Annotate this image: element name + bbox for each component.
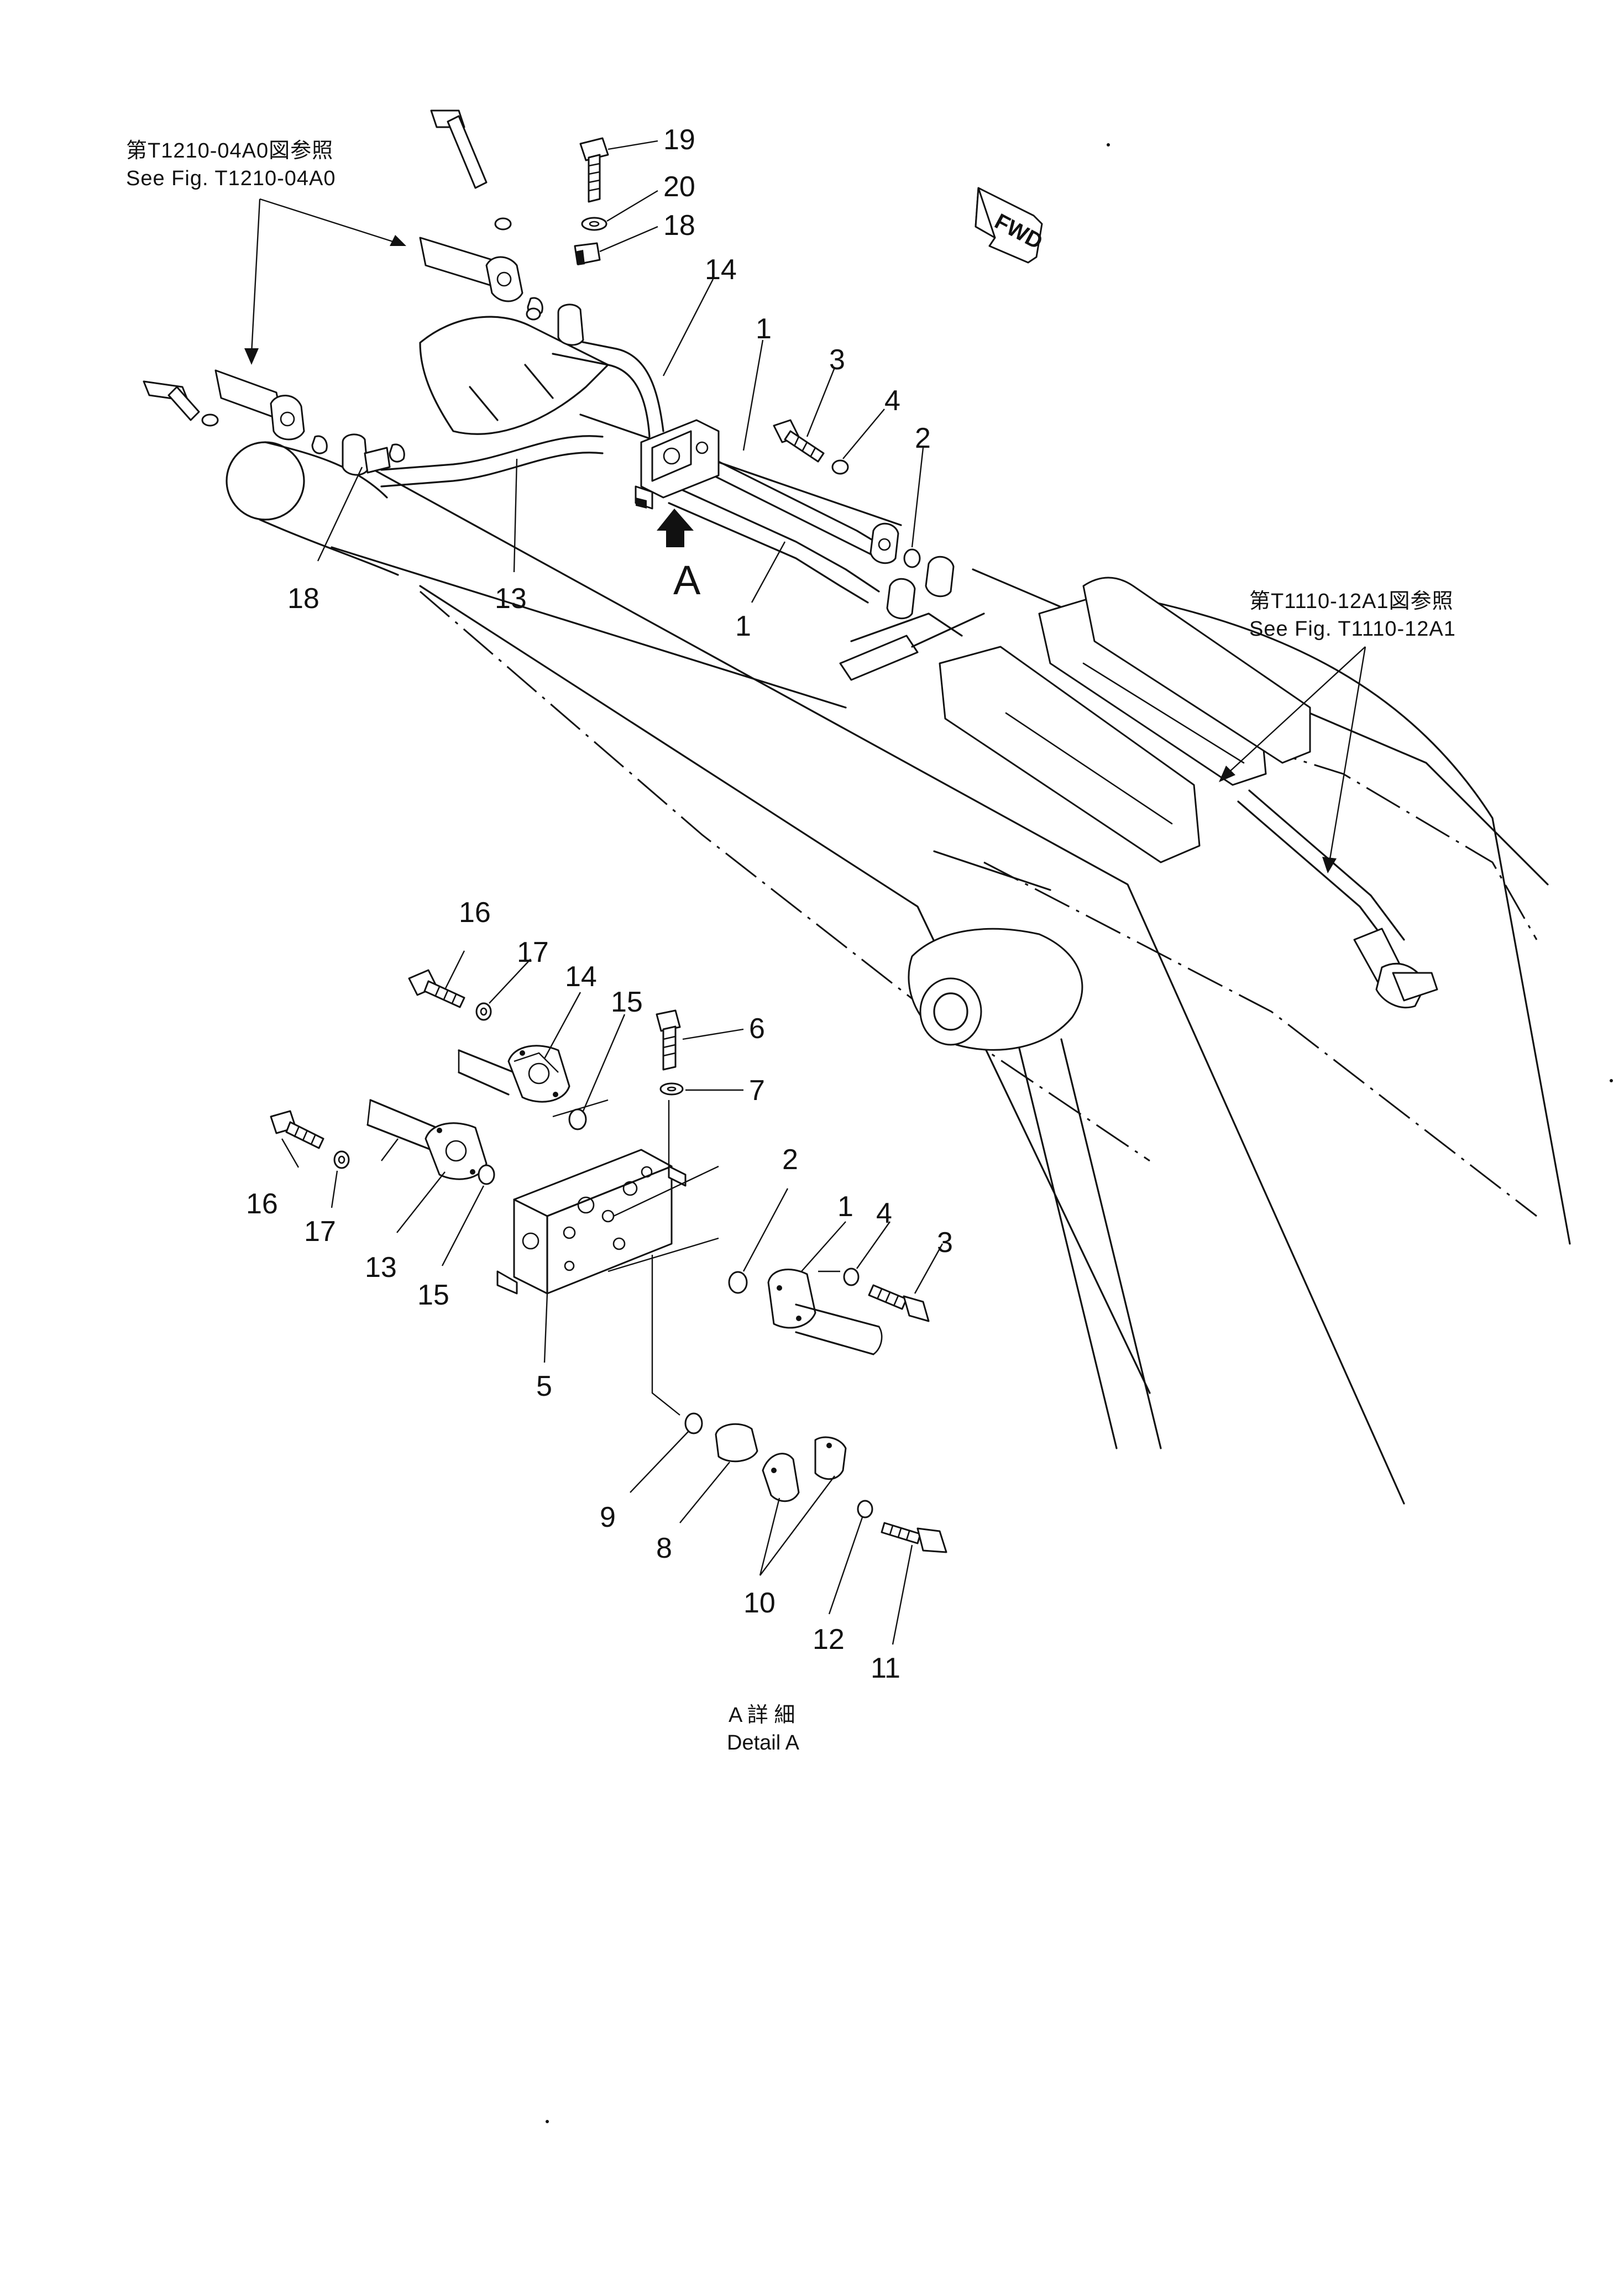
view-marker-letter: A — [673, 557, 701, 603]
detail-callout-10: 10 — [743, 1587, 776, 1619]
callout-20: 20 — [663, 171, 695, 203]
detail-callout-16-lower: 16 — [246, 1188, 278, 1220]
arm-centerlines — [420, 590, 1538, 1217]
detail-callout-11: 11 — [871, 1652, 900, 1684]
reference-leaders — [244, 198, 1366, 873]
detail-callout-12: 12 — [813, 1623, 845, 1656]
main-callouts: 19 20 18 14 1 3 4 2 13 18 1 — [287, 124, 931, 642]
detail-callout-15-upper: 15 — [611, 986, 643, 1018]
fwd-arrow-icon: FWD — [975, 187, 1046, 264]
arm-cylinder — [908, 928, 1162, 1449]
boom-outline — [226, 316, 1571, 1505]
detail-callout-13: 13 — [365, 1251, 397, 1284]
detail-caption: A 詳 細 Detail A — [727, 1704, 800, 1754]
callout-1-lower: 1 — [735, 610, 751, 642]
callout-4-main: 4 — [884, 385, 900, 417]
callout-13-main: 13 — [495, 583, 527, 615]
detail-callout-2: 2 — [782, 1144, 798, 1176]
callout-19: 19 — [663, 124, 695, 156]
scan-specks — [546, 143, 1613, 2123]
detail-callout-3: 3 — [937, 1227, 953, 1259]
detail-callout-14: 14 — [565, 961, 597, 993]
detail-callout-17-upper: 17 — [517, 936, 549, 968]
detail-callout-7: 7 — [749, 1075, 765, 1107]
reference-top-left-jp: 第T1210-04A0図参照 — [126, 139, 333, 163]
main-flanges — [143, 109, 955, 620]
detail-callout-17-lower: 17 — [304, 1216, 336, 1248]
detail-callout-4: 4 — [876, 1197, 892, 1229]
reference-top-left: 第T1210-04A0図参照 See Fig. T1210-04A0 — [126, 139, 336, 190]
right-hoses — [1237, 789, 1438, 1009]
reference-right: 第T1110-12A1図参照 See Fig. T1110-12A1 — [1249, 590, 1456, 641]
detail-callout-16-upper: 16 — [459, 897, 491, 929]
callout-18-upper: 18 — [663, 210, 695, 242]
detail-callout-6: 6 — [749, 1013, 765, 1045]
detail-callout-5: 5 — [536, 1370, 552, 1402]
callout-14-upper: 14 — [705, 254, 737, 286]
detail-caption-en: Detail A — [727, 1731, 800, 1754]
reference-right-en: See Fig. T1110-12A1 — [1249, 617, 1456, 641]
main-piping — [380, 336, 985, 681]
reference-top-left-en: See Fig. T1210-04A0 — [126, 167, 336, 190]
detail-callout-9: 9 — [600, 1501, 616, 1533]
callout-18-lower: 18 — [287, 583, 319, 615]
detail-callout-15-lower: 15 — [417, 1279, 449, 1311]
reference-right-jp: 第T1110-12A1図参照 — [1249, 590, 1454, 613]
detail-caption-jp: A 詳 細 — [729, 1704, 795, 1727]
callout-2-main: 2 — [915, 422, 931, 454]
main-callout-leaders — [317, 140, 924, 603]
detail-a-parts — [270, 969, 947, 1553]
main-manifold — [635, 419, 720, 510]
boom-blocks — [939, 577, 1311, 863]
detail-guide-lines — [381, 1052, 840, 1416]
detail-callout-8: 8 — [656, 1532, 672, 1564]
detail-callout-1: 1 — [837, 1191, 853, 1223]
detail-callout-leaders — [281, 950, 944, 1645]
callout-3-main: 3 — [829, 344, 845, 376]
view-arrow-icon — [657, 509, 694, 547]
detail-callouts: 16 17 14 15 6 7 16 17 13 15 5 2 1 4 3 9 … — [246, 897, 953, 1684]
callout-1-upper: 1 — [756, 313, 772, 345]
